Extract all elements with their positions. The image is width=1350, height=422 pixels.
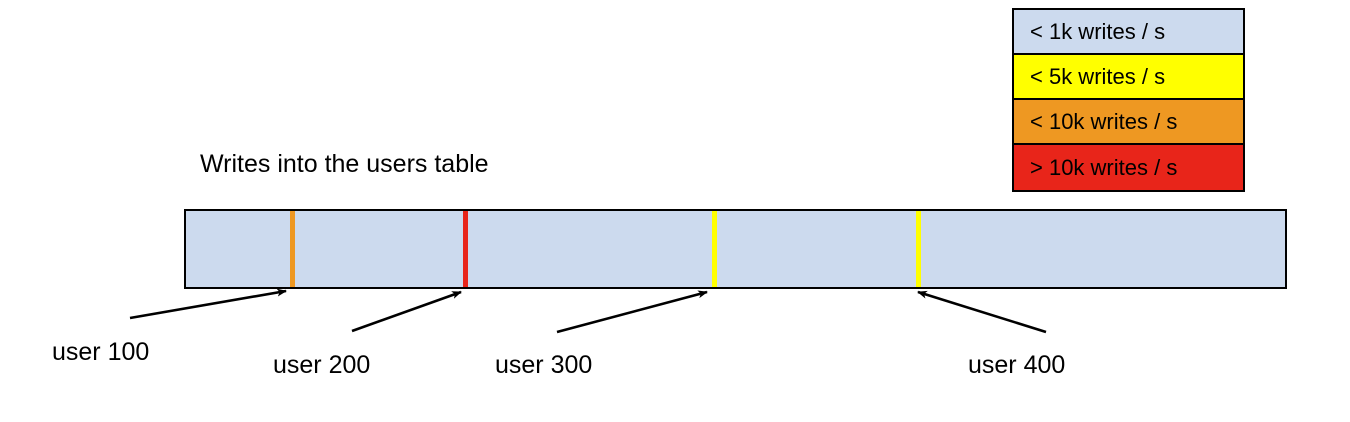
legend-item-gt-10k: > 10k writes / s <box>1014 145 1243 190</box>
arrow-user-100 <box>129 288 287 320</box>
label-user-200: user 200 <box>273 351 371 379</box>
legend-item-lt-1k: < 1k writes / s <box>1014 10 1243 55</box>
label-user-300: user 300 <box>495 351 593 379</box>
users-table-bar <box>184 209 1287 289</box>
arrow-user-400 <box>917 290 1047 334</box>
bar-fill <box>186 211 1285 287</box>
stripe-user-300 <box>712 211 717 287</box>
stripe-user-400 <box>916 211 921 287</box>
arrow-user-300 <box>556 290 708 334</box>
legend-item-lt-5k: < 5k writes / s <box>1014 55 1243 100</box>
arrow-user-200 <box>351 290 462 333</box>
stripe-user-100 <box>290 211 295 287</box>
legend: < 1k writes / s < 5k writes / s < 10k wr… <box>1012 8 1245 192</box>
legend-item-lt-10k: < 10k writes / s <box>1014 100 1243 145</box>
legend-item-label: < 10k writes / s <box>1030 108 1178 134</box>
legend-item-label: > 10k writes / s <box>1030 154 1178 180</box>
label-user-400: user 400 <box>968 351 1066 379</box>
stripe-user-200 <box>463 211 468 287</box>
legend-item-label: < 5k writes / s <box>1030 63 1166 89</box>
diagram-caption: Writes into the users table <box>200 150 489 178</box>
label-user-100: user 100 <box>52 338 150 366</box>
legend-item-label: < 1k writes / s <box>1030 18 1166 44</box>
